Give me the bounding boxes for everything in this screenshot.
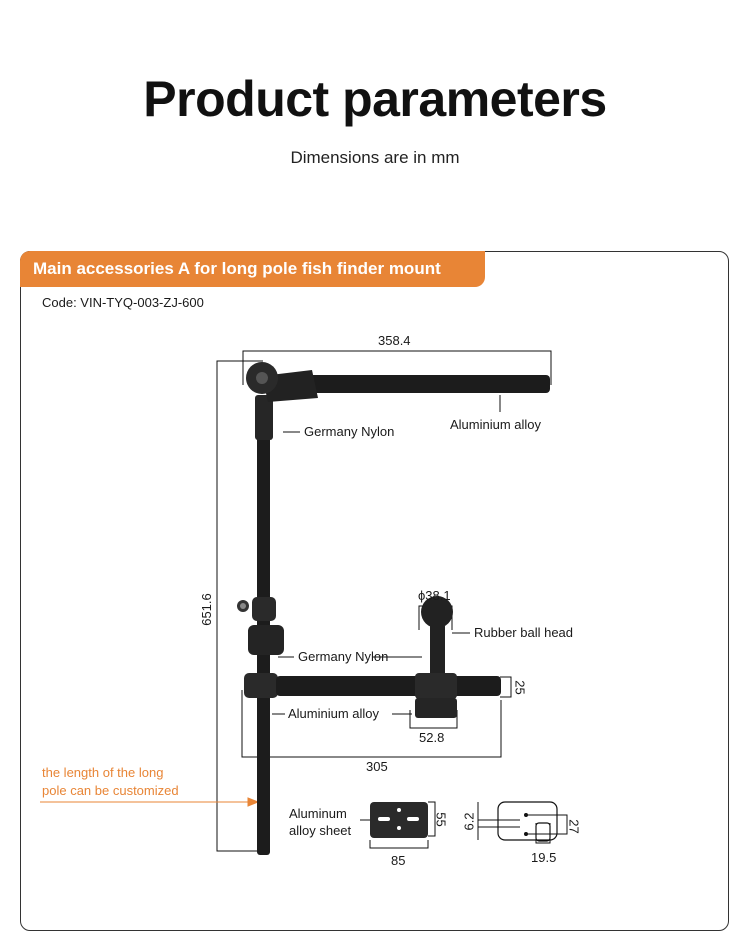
page-title: Product parameters: [143, 71, 607, 127]
dim-top-arm-label: 358.4: [378, 333, 411, 348]
dim-sheet-h-label: 55: [433, 812, 449, 827]
label-alloy-top: Aluminium alloy: [450, 417, 542, 432]
dim-base-label: 52.8: [419, 730, 445, 745]
label-nylon-lower: Germany Nylon: [298, 649, 389, 664]
mount-product: [237, 362, 550, 855]
dim-lower-arm: [241, 690, 502, 758]
label-alloy-lower: Aluminium alloy: [288, 706, 380, 721]
dim-top-arm: [242, 350, 552, 385]
dim-height: [216, 360, 263, 852]
custom-note-1: the length of the long: [42, 765, 164, 780]
label-sheet-2: alloy sheet: [289, 823, 352, 838]
section-tab: Main accessories A for long pole fish fi…: [20, 251, 485, 287]
dim-hole-spacing-label: 27: [566, 819, 582, 834]
dim-tube: [500, 676, 512, 698]
dim-tube-label: 25: [512, 680, 528, 695]
product-code: Code: VIN-TYQ-003-ZJ-600: [42, 295, 204, 310]
dimension-lines: [216, 350, 568, 852]
dim-slot-label: 6.2: [461, 812, 477, 831]
dim-boss-label: 19.5: [531, 850, 557, 865]
custom-note-2: pole can be customized: [42, 783, 179, 798]
dim-ball-label: ϕ38.1: [418, 588, 451, 603]
orange-arrow: [40, 797, 260, 807]
page-subtitle: Dimensions are in mm: [290, 148, 460, 167]
dim-height-label: 651.6: [198, 593, 214, 626]
sheet-outline-view: [497, 801, 558, 842]
dim-base: [409, 710, 458, 729]
label-sheet-1: Aluminum: [289, 806, 347, 821]
label-nylon-top: Germany Nylon: [304, 424, 395, 439]
dim-lower-arm-label: 305: [366, 759, 388, 774]
label-ball-head: Rubber ball head: [474, 625, 574, 640]
dim-sheet-w-label: 85: [391, 853, 406, 868]
